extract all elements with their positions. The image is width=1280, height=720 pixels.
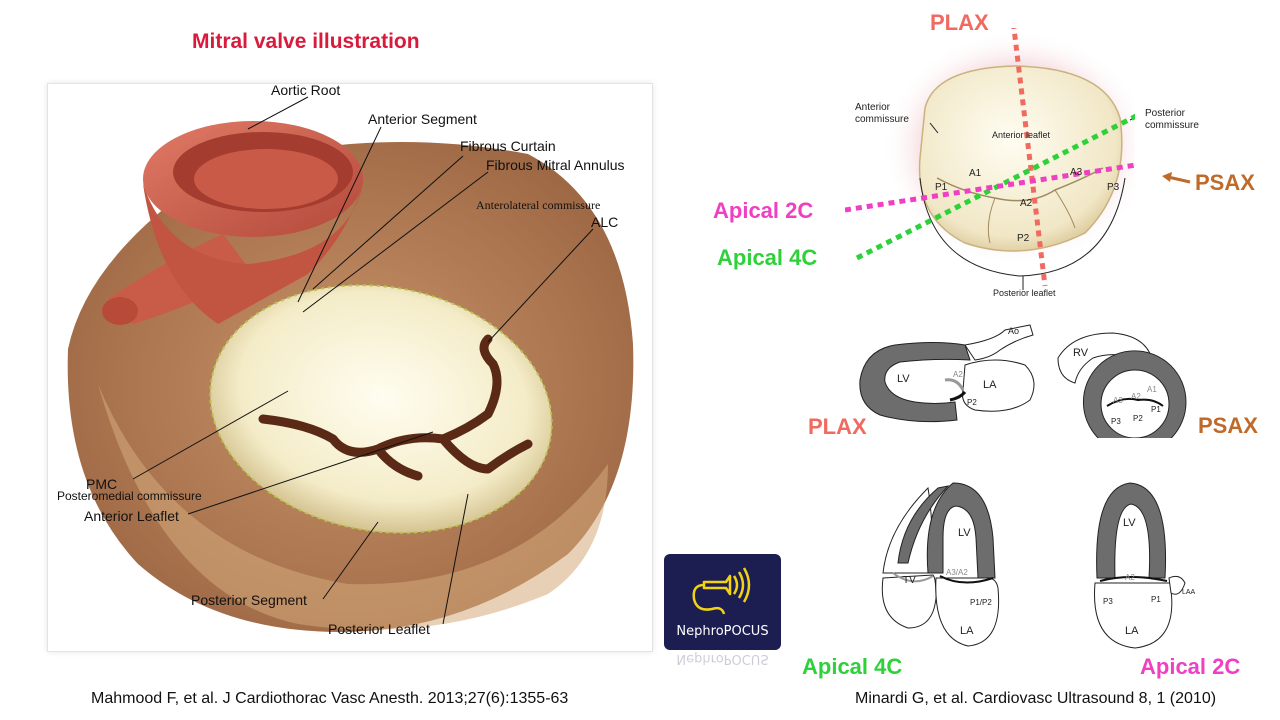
a4c-left-wall: [897, 485, 950, 564]
label-posterior-segment: Posterior Segment: [191, 592, 307, 608]
plax-label-lv: LV: [897, 373, 910, 385]
valve-scallop-lines: [987, 189, 1076, 244]
label-aortic-root: Aortic Root: [271, 82, 341, 98]
label-a2: A2: [1020, 198, 1033, 209]
label-fibrous-curtain: Fibrous Curtain: [460, 138, 556, 154]
a4c-ra: [881, 574, 937, 629]
plax-label-a2: A2: [953, 370, 963, 379]
psax-label-p2: P2: [1133, 414, 1143, 423]
plax-sketch: LV LA Ao A2 P2: [859, 324, 1035, 423]
psax-label-a1: A1: [1147, 385, 1157, 394]
label-anterior-segment: Anterior Segment: [368, 111, 477, 127]
plane-label-apical2c: Apical 2C: [713, 198, 814, 223]
label-p3: P3: [1107, 182, 1120, 193]
psax-label-a2: A2: [1131, 392, 1141, 401]
a4c-label-lv: LV: [958, 527, 971, 539]
view-label-plax: PLAX: [808, 414, 867, 439]
ultrasound-probe-icon: [692, 567, 751, 615]
label-p2: P2: [1017, 233, 1030, 244]
a4c-label-p1p2: P1/P2: [970, 598, 992, 607]
plax-lv-wall: [859, 342, 971, 423]
a2c-label-la: LA: [1125, 625, 1139, 637]
mitral-valve-orifice: [209, 284, 553, 534]
label-p1: P1: [935, 182, 948, 193]
label-anterolateral-commissure: Anterolateral commissure: [476, 198, 601, 212]
a2c-label-a2: A2: [1125, 573, 1135, 582]
label-a1: A1: [969, 168, 982, 179]
label-a3: A3: [1070, 167, 1083, 178]
valve-coaptation-line: [258, 334, 533, 481]
apical4c-sketch: LV TV A3/A2 P1/P2 LA: [881, 482, 1000, 647]
illustration-title: Mitral valve illustration: [192, 30, 420, 53]
label-anterior-leaflet: Anterior Leaflet: [84, 508, 179, 524]
a2c-label-lv: LV: [1123, 517, 1136, 529]
psax-label-p1: P1: [1151, 405, 1161, 414]
valve-leaflets: [918, 65, 1123, 252]
plax-label-la: LA: [983, 379, 997, 391]
plax-label-ao: Ao: [1008, 326, 1019, 336]
aortic-root-inner: [194, 149, 338, 209]
psax-label-a3: A3: [1113, 396, 1123, 405]
label-posterior-commissure: Posterior commissure: [1145, 108, 1199, 131]
a4c-label-tv: TV: [903, 575, 916, 586]
heart-lower-rim: [98, 384, 608, 630]
plax-plane-line: [1011, 28, 1048, 287]
plane-label-plax: PLAX: [930, 10, 989, 35]
plax-la: [962, 359, 1035, 412]
label-anterior-commissure: Anterior commissure: [855, 102, 909, 125]
a2c-lv-wall: [1096, 482, 1167, 579]
apical2c-sketch: LV A2 P3 P1 LAA LA: [1094, 482, 1196, 649]
plane-label-apical4c: Apical 4C: [717, 245, 818, 270]
plax-ao: [964, 324, 1034, 361]
nephropocus-logo: NephroPOCUS: [664, 554, 781, 650]
logo-text: NephroPOCUS: [676, 624, 769, 639]
psax-arrow-icon: [1162, 172, 1191, 184]
leader-lines: [132, 96, 594, 625]
a4c-label-la: LA: [960, 625, 974, 637]
a2c-label-p3: P3: [1103, 597, 1113, 606]
label-posterior-leaflet: Posterior Leaflet: [328, 621, 430, 637]
label-pmc: PMC: [86, 476, 118, 492]
label-fibrous-mitral-annulus: Fibrous Mitral Annulus: [486, 157, 625, 173]
label-posteromedial-commissure: Posteromedial commissure: [57, 489, 202, 503]
posterior-annulus-arc: [919, 177, 1126, 277]
a2c-la: [1094, 582, 1173, 649]
logo-reflection-text: NephroPOCUS: [676, 651, 769, 666]
psax-label-rv: RV: [1073, 347, 1089, 359]
aortic-wall: [143, 184, 363, 324]
label-anterior-leaflet-small: Anterior leaflet: [992, 130, 1051, 140]
label-posterior-leaflet-small: Posterior leaflet: [993, 288, 1056, 298]
valve-view-diagram: Anterior leaflet Posterior leaflet A1 A2…: [845, 28, 1135, 298]
logo-reflection: NephroPOCUS: [664, 651, 781, 673]
plax-label-p2: P2: [967, 398, 977, 407]
plane-label-psax: PSAX: [1195, 170, 1255, 195]
aorta-tube-end: [102, 297, 138, 325]
a4c-la: [935, 577, 1000, 647]
citation-left: Mahmood F, et al. J Cardiothorac Vasc An…: [91, 690, 569, 707]
label-alc: ALC: [591, 214, 619, 230]
a2c-label-laa: LAA: [1182, 589, 1196, 596]
a4c-label-a3a2: A3/A2: [946, 568, 968, 577]
psax-lv-cavity: [1100, 369, 1170, 438]
view-label-apical2c: Apical 2C: [1140, 654, 1241, 679]
citation-right: Minardi G, et al. Cardiovasc Ultrasound …: [855, 690, 1217, 707]
psax-sketch: RV A3 A2 A1 P3 P2 P1: [1057, 332, 1187, 438]
mitral-illustration-panel: [47, 83, 653, 652]
view-label-psax: PSAX: [1198, 413, 1258, 438]
a2c-laa: [1168, 575, 1186, 595]
a2c-label-p1: P1: [1151, 595, 1161, 604]
mitral-illustration: [67, 96, 634, 633]
a4c-septum-lv-wall: [926, 482, 996, 579]
view-label-apical4c: Apical 4C: [802, 654, 903, 679]
psax-label-p3: P3: [1111, 417, 1121, 426]
